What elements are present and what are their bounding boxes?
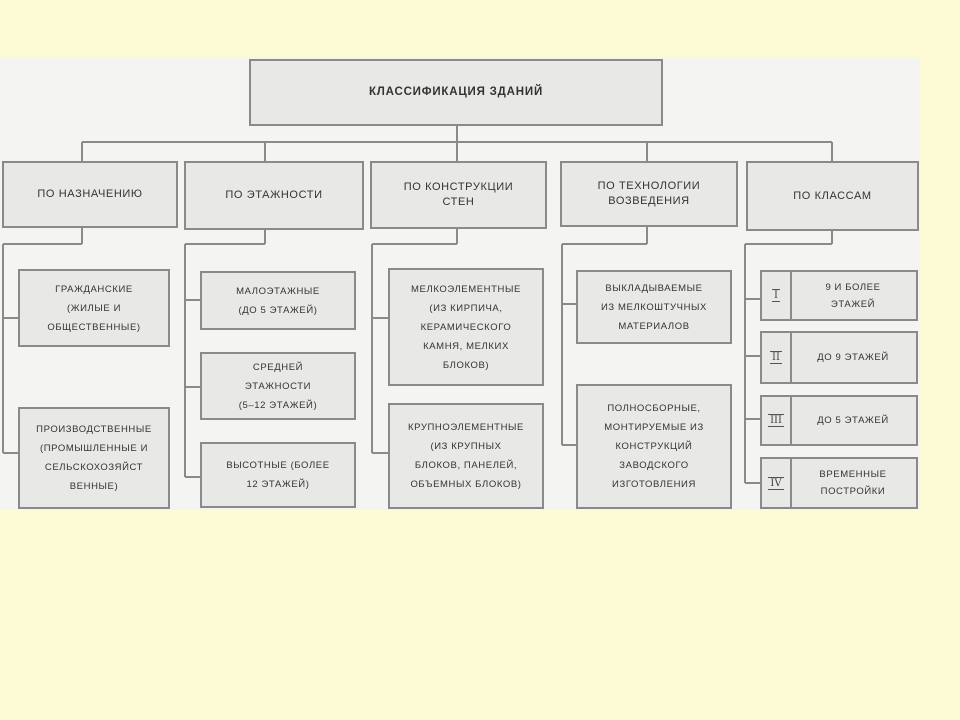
category-classes: ПО КЛАССАМ	[746, 161, 919, 231]
root-node: КЛАССИФИКАЦИЯ ЗДАНИЙ	[249, 59, 663, 126]
diagram-panel: КЛАССИФИКАЦИЯ ЗДАНИЙ ПО НАЗНАЧЕНИЮ ПО ЭТ…	[0, 57, 920, 510]
class-row-4: IV ВРЕМЕННЫЕ ПОСТРОЙКИ	[760, 457, 918, 509]
category-purpose: ПО НАЗНАЧЕНИЮ	[2, 161, 178, 228]
item-civil-buildings: ГРАЖДАНСКИЕ (ЖИЛЫЕ И ОБЩЕСТВЕННЫЕ)	[18, 269, 170, 347]
item-masonry: ВЫКЛАДЫВАЕМЫЕ ИЗ МЕЛКОШТУЧНЫХ МАТЕРИАЛОВ	[576, 270, 732, 344]
class-description: ДО 9 ЭТАЖЕЙ	[817, 352, 889, 363]
class-row-1: I 9 И БОЛЕЕ ЭТАЖЕЙ	[760, 270, 918, 321]
class-description: ВРЕМЕННЫЕ ПОСТРОЙКИ	[819, 469, 887, 497]
item-prefabricated: ПОЛНОСБОРНЫЕ, МОНТИРУЕМЫЕ ИЗ КОНСТРУКЦИЙ…	[576, 384, 732, 509]
roman-numeral: III	[762, 397, 792, 444]
item-small-element: МЕЛКОЭЛЕМЕНТНЫЕ (ИЗ КИРПИЧА, КЕРАМИЧЕСКО…	[388, 268, 544, 386]
category-construction-technology: ПО ТЕХНОЛОГИИ ВОЗВЕДЕНИЯ	[560, 161, 738, 227]
roman-numeral: II	[762, 333, 792, 382]
category-storeys: ПО ЭТАЖНОСТИ	[184, 161, 364, 230]
class-row-2: II ДО 9 ЭТАЖЕЙ	[760, 331, 918, 384]
class-description: ДО 5 ЭТАЖЕЙ	[817, 415, 889, 426]
roman-numeral: IV	[762, 459, 792, 507]
item-low-rise: МАЛОЭТАЖНЫЕ (ДО 5 ЭТАЖЕЙ)	[200, 271, 356, 330]
class-description: 9 И БОЛЕЕ ЭТАЖЕЙ	[825, 281, 881, 310]
connector-lines	[2, 126, 833, 484]
class-row-3: III ДО 5 ЭТАЖЕЙ	[760, 395, 918, 446]
item-large-element: КРУПНОЭЛЕМЕНТНЫЕ (ИЗ КРУПНЫХ БЛОКОВ, ПАН…	[388, 403, 544, 509]
roman-numeral: I	[762, 272, 792, 319]
item-high-rise: ВЫСОТНЫЕ (БОЛЕЕ 12 ЭТАЖЕЙ)	[200, 442, 356, 508]
item-mid-rise: СРЕДНЕЙ ЭТАЖНОСТИ (5–12 ЭТАЖЕЙ)	[200, 352, 356, 420]
item-industrial-buildings: ПРОИЗВОДСТВЕННЫЕ (ПРОМЫШЛЕННЫЕ И СЕЛЬСКО…	[18, 407, 170, 509]
category-wall-construction: ПО КОНСТРУКЦИИ СТЕН	[370, 161, 547, 229]
